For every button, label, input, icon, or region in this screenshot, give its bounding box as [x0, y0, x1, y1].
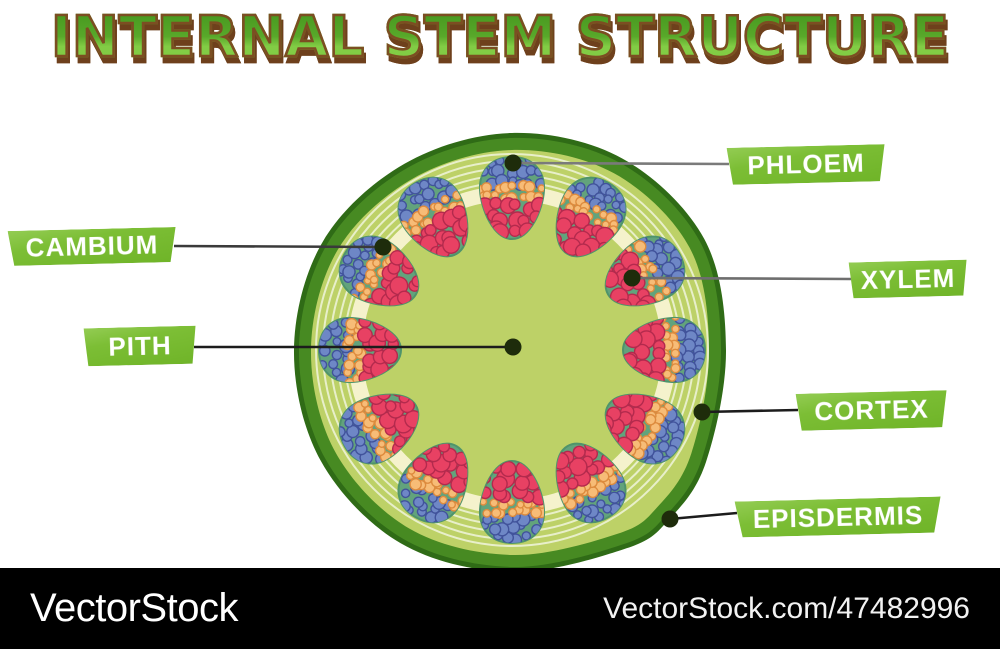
vascular-bundle	[317, 316, 403, 384]
label-text-cortex: CORTEX	[813, 393, 930, 427]
pointer-dot-phloem	[504, 154, 522, 172]
pointer-dot-cortex	[693, 403, 711, 421]
pointer-dot-episdermis	[661, 510, 679, 528]
vascular-bundle	[478, 155, 546, 241]
label-plate-xylem: XYLEM	[849, 260, 968, 299]
vascular-bundle	[549, 176, 631, 260]
leader-line-cortex	[701, 408, 799, 414]
label-plate-cambium: CAMBIUM	[8, 227, 177, 266]
label-plate-cortex: CORTEX	[796, 390, 948, 431]
label-text-pith: PITH	[108, 329, 172, 362]
vascular-bundle	[478, 459, 546, 545]
vascular-bundle	[594, 384, 688, 470]
pointer-dot-xylem	[623, 269, 641, 287]
leader-line-phloem	[512, 161, 730, 166]
watermark-logo: VectorStock	[30, 586, 238, 630]
watermark-url: VectorStock.com/47482996	[603, 591, 970, 625]
watermark-bar: VectorStock VectorStock.com/47482996	[0, 568, 1000, 649]
leader-line-cambium	[173, 244, 384, 249]
label-plate-episdermis: EPISDERMIS	[735, 496, 942, 537]
leader-line-episdermis	[669, 511, 738, 521]
pointer-dot-pith	[504, 338, 522, 356]
pointer-dot-cambium	[374, 238, 392, 256]
label-text-xylem: XYLEM	[860, 262, 956, 295]
label-plate-pith: PITH	[84, 326, 197, 367]
page-title: INTERNAL STEM STRUCTURE	[0, 0, 1000, 80]
label-plate-phloem: PHLOEM	[727, 144, 886, 185]
label-text-episdermis: EPISDERMIS	[752, 499, 924, 534]
label-text-phloem: PHLOEM	[747, 147, 865, 181]
leader-line-xylem	[631, 276, 852, 281]
label-text-cambium: CAMBIUM	[25, 229, 159, 263]
vascular-bundle	[397, 433, 478, 528]
